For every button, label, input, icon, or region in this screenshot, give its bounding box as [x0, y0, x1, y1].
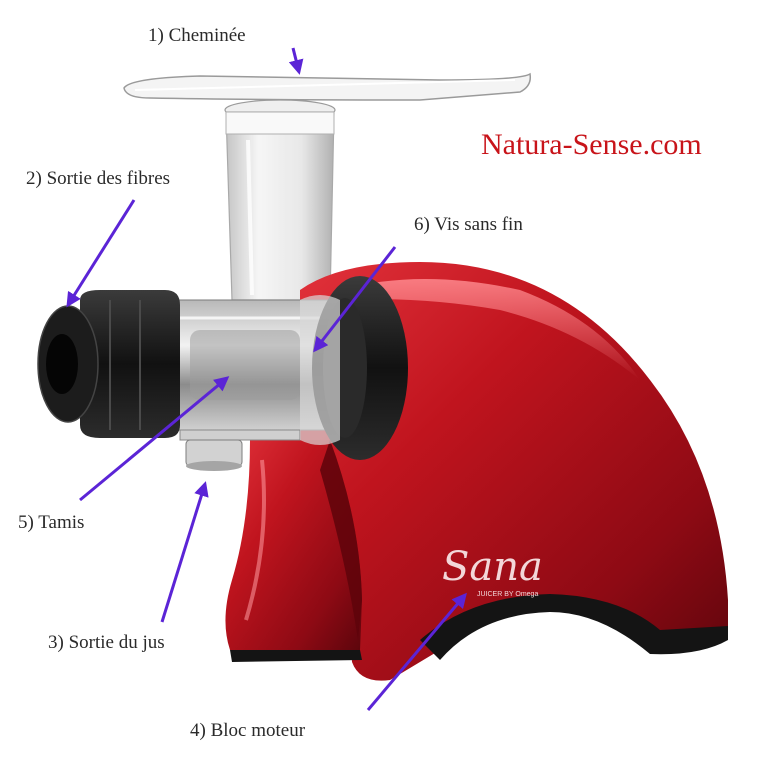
juice-spout [185, 439, 243, 471]
chimney-tube [224, 99, 336, 301]
brand-watermark: Natura-Sense.com [481, 128, 702, 161]
arrow-auger [313, 246, 397, 353]
label-juice-outlet: 3) Sortie du jus [48, 632, 165, 653]
auger-collar [300, 276, 408, 460]
label-strainer: 5) Tamis [18, 512, 85, 533]
label-motor-block: 4) Bloc moteur [190, 720, 306, 741]
arrow-juice-outlet [160, 481, 209, 623]
label-pulp-outlet: 2) Sortie des fibres [26, 168, 171, 189]
arrow-motor-block [366, 592, 467, 711]
annotation-arrows [66, 47, 467, 711]
arrow-strainer [79, 376, 230, 502]
logo-script-text: Sana [442, 544, 543, 590]
arrow-pulp-outlet [66, 199, 136, 308]
label-chimney: 1) Cheminée [148, 25, 246, 46]
logo-subtitle-text: JUICER BY Omega [477, 591, 538, 598]
chimney-tray [123, 72, 532, 101]
label-auger: 6) Vis sans fin [414, 214, 523, 235]
end-cap [37, 290, 180, 438]
arrow-chimney [288, 47, 304, 75]
product-logo: Sana JUICER BY Omega [442, 544, 543, 598]
